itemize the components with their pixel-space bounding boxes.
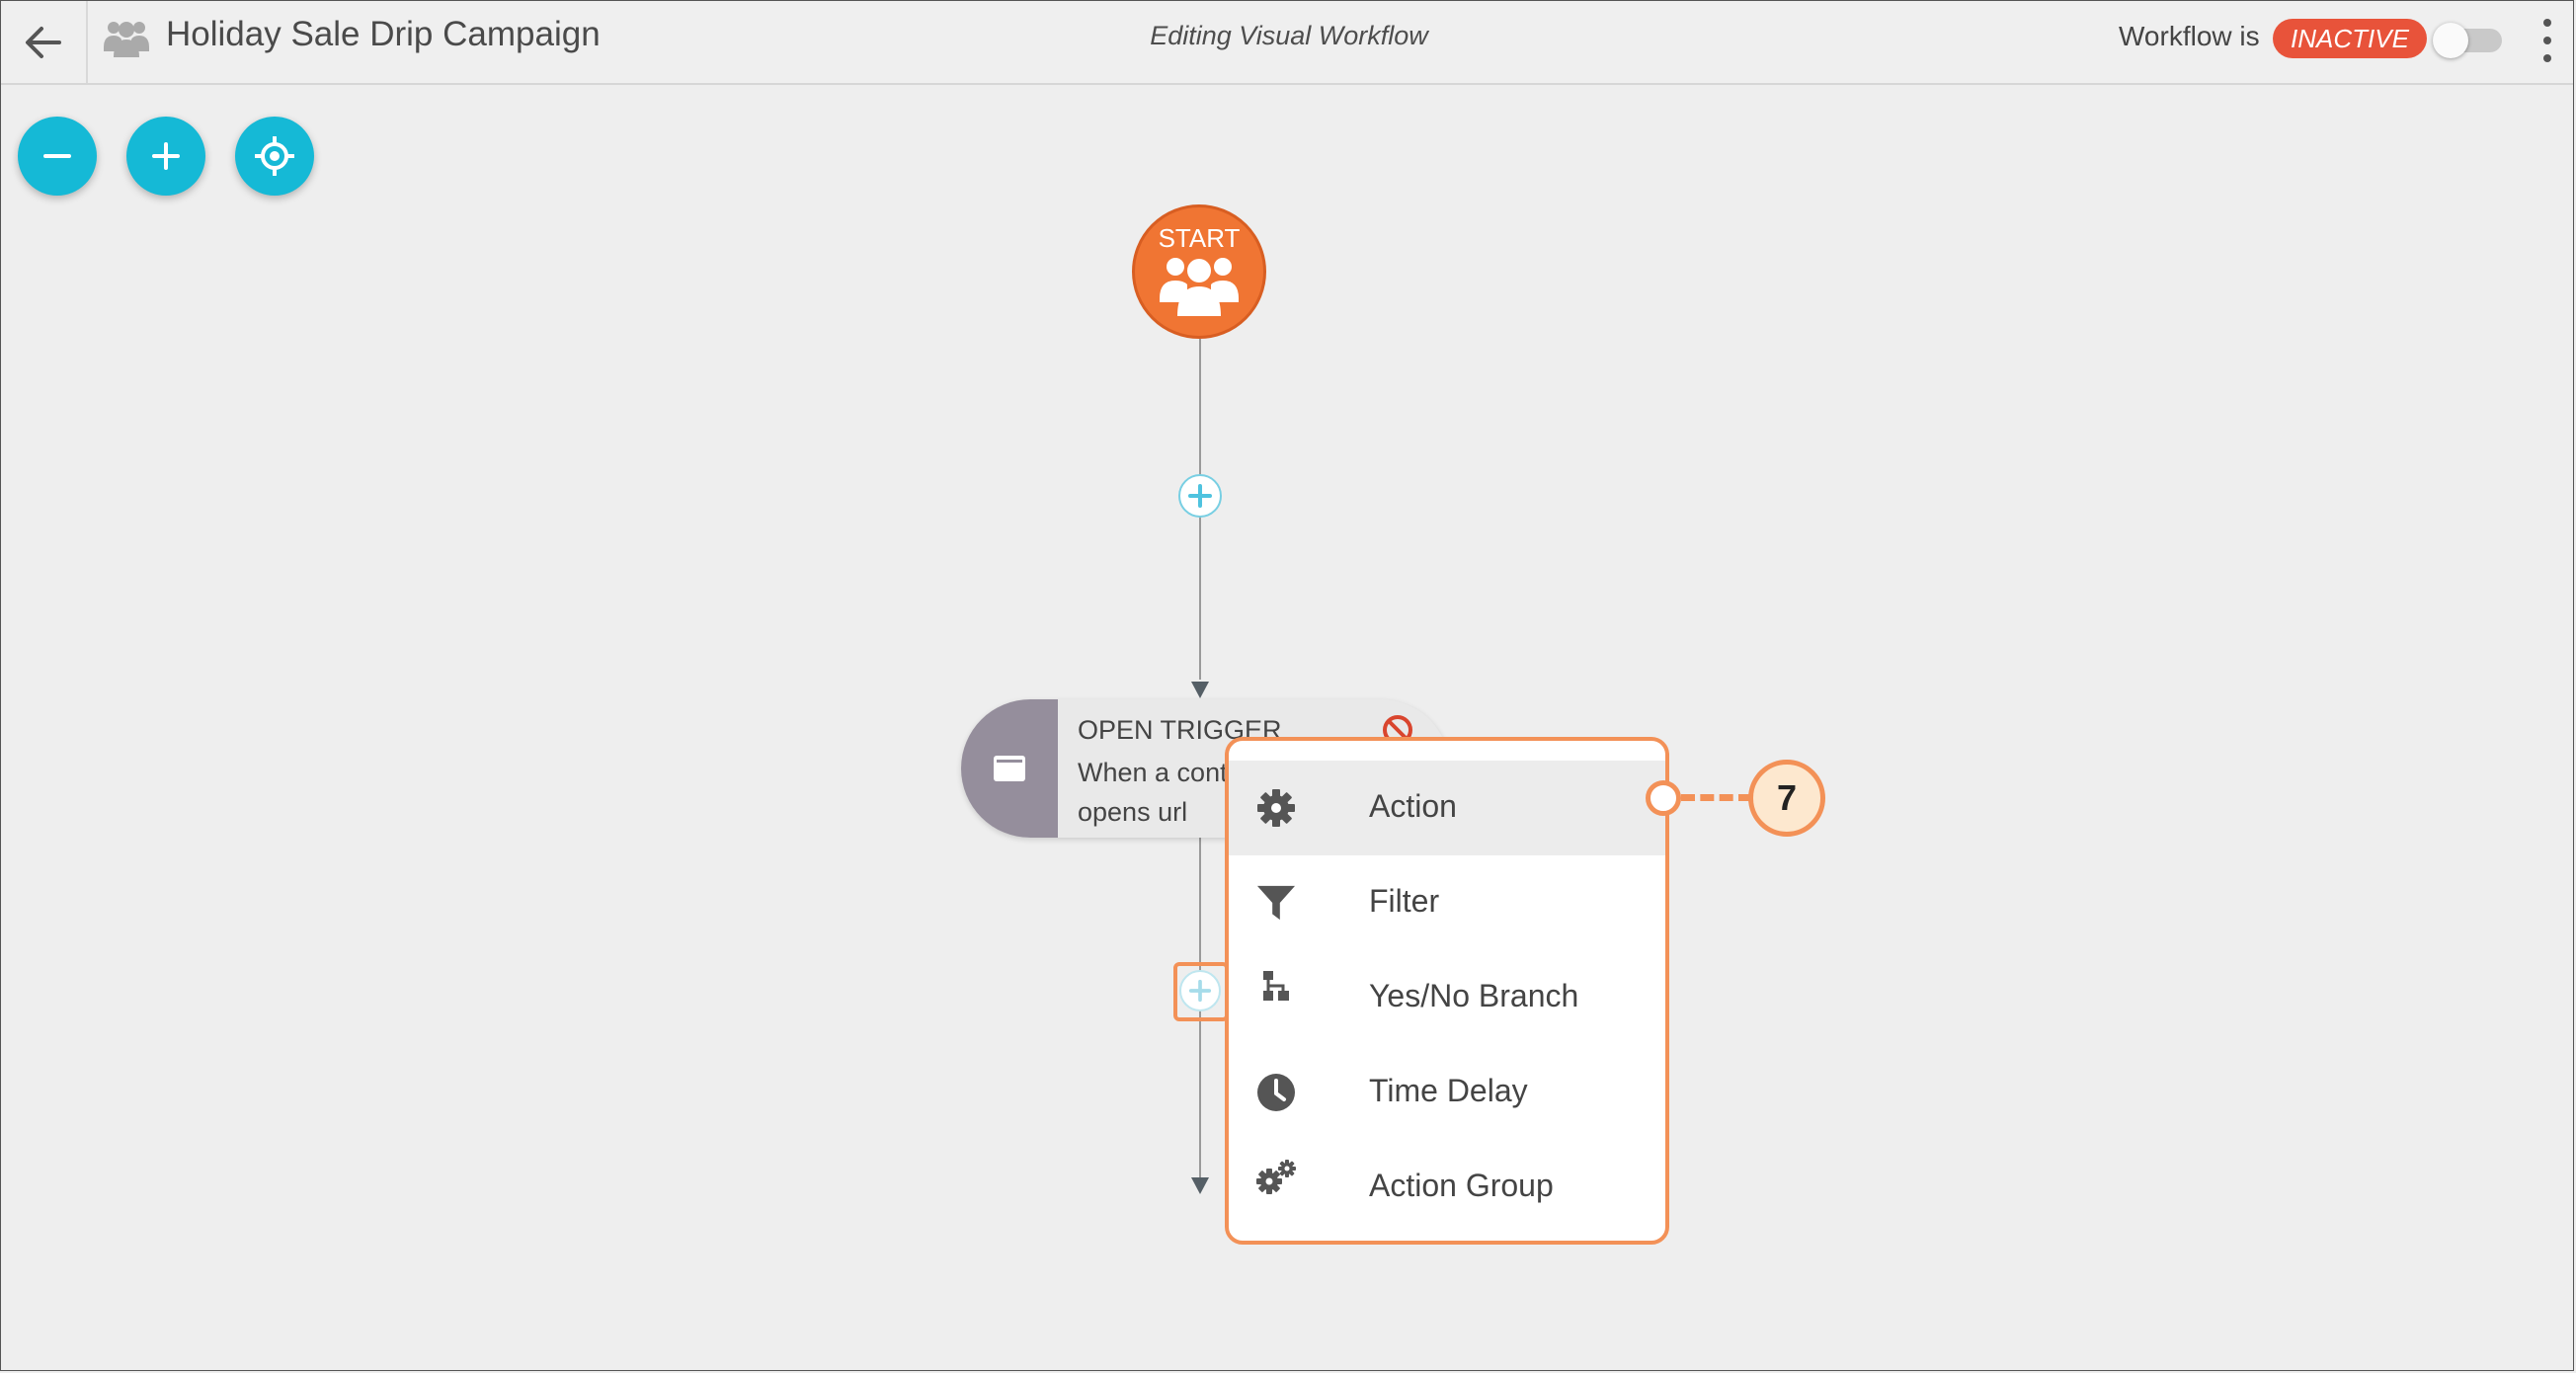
editing-mode-label: Editing Visual Workflow [1150,21,1428,50]
menu-item-action[interactable]: Action [1229,761,1665,855]
back-arrow-icon [26,26,61,58]
audience-icon [1160,258,1239,316]
menu-item-label: Time Delay [1369,1073,1528,1108]
minus-icon [43,154,71,158]
menu-item-action-group[interactable]: Action Group [1229,1140,1665,1235]
trigger-icon-panel [961,699,1058,838]
menu-item-label: Filter [1369,883,1440,919]
add-step-button[interactable] [1178,474,1222,518]
plus-icon [1188,979,1212,1003]
toggle-knob [2433,23,2468,58]
top-bar: Holiday Sale Drip Campaign Editing Visua… [1,1,2574,85]
menu-item-time-delay[interactable]: Time Delay [1229,1045,1665,1140]
workflow-status-label: Workflow is [2119,21,2260,51]
menu-item-yes-no-branch[interactable]: Yes/No Branch [1229,950,1665,1045]
filter-icon [1256,883,1296,923]
zoom-in-button[interactable] [126,117,205,196]
start-node[interactable]: START [1132,204,1266,339]
add-step-button-selected[interactable] [1179,970,1221,1011]
contacts-group-icon [104,22,149,57]
recenter-button[interactable] [235,117,314,196]
workflow-active-toggle[interactable] [2433,23,2504,58]
plus-icon [152,142,180,170]
gear-icon [1256,788,1296,828]
browser-window-icon [994,756,1025,781]
callout-step-number: 7 [1748,760,1825,837]
add-step-menu: Action Filter Yes/No Branch Time Delay [1225,737,1669,1245]
page-title: Holiday Sale Drip Campaign [166,15,601,53]
menu-item-label: Action [1369,788,1457,824]
menu-item-filter[interactable]: Filter [1229,855,1665,950]
plus-icon [1188,484,1212,508]
start-label: START [1158,223,1241,253]
branch-icon [1256,966,1296,1006]
more-options-icon[interactable] [2536,19,2559,62]
connector-arrow [1191,682,1209,698]
callout-dashed-line [1681,794,1752,801]
gears-icon [1256,1158,1296,1197]
crosshair-icon [255,136,294,176]
clock-icon [1256,1073,1296,1112]
menu-item-label: Yes/No Branch [1369,978,1579,1013]
callout-anchor-dot [1646,780,1681,816]
back-button[interactable] [1,1,88,83]
status-badge: INACTIVE [2273,19,2427,58]
connector-arrow [1191,1177,1209,1194]
menu-item-label: Action Group [1369,1168,1554,1203]
zoom-out-button[interactable] [18,117,97,196]
